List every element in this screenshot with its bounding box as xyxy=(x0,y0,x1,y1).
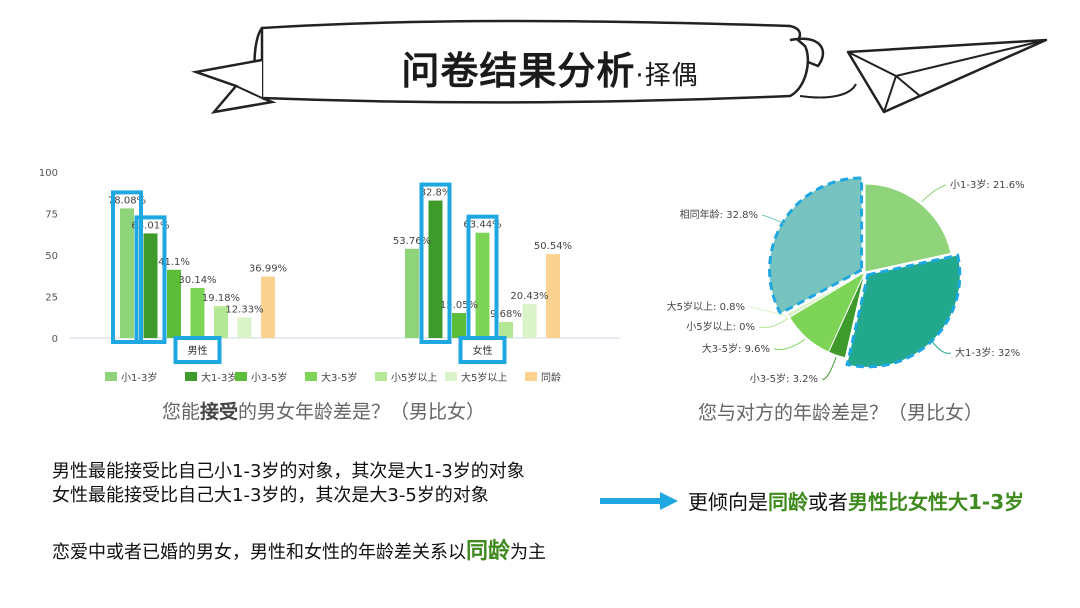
pie-slice xyxy=(786,271,866,318)
pie-leader-line xyxy=(773,338,806,351)
page-title: 问卷结果分析·择偶 xyxy=(401,49,699,93)
pie-slice-label: 小1-3岁: 21.6% xyxy=(950,178,1025,191)
bar xyxy=(214,306,228,338)
legend-swatch xyxy=(185,372,197,381)
bar xyxy=(475,232,490,338)
bar xyxy=(546,254,560,338)
y-tick-label: 50 xyxy=(45,251,58,262)
bar-data-label: 20.43% xyxy=(510,291,548,302)
highlight-box xyxy=(111,190,143,344)
y-tick-label: 25 xyxy=(45,293,58,304)
legend-swatch xyxy=(375,372,387,381)
pie-chart: 小1-3岁: 21.6% 大1-3岁: 32% 小3-5岁: 3.2% 大3-5岁: … xyxy=(667,176,1025,385)
bar-data-label: 63.44% xyxy=(463,220,501,231)
pie-slice-label: 大3-5岁: 9.6% xyxy=(702,342,770,355)
bar-data-label: 19.18% xyxy=(202,293,240,304)
summary-line-2: 女性最能接受比自己大1-3岁的，其次是大3-5岁的对象 xyxy=(52,485,489,506)
conclusion-emphasis-1: 同龄 xyxy=(768,490,808,514)
bar xyxy=(405,248,419,338)
legend-swatch xyxy=(525,372,537,381)
paper-plane-icon xyxy=(846,38,1048,114)
pie-leader-line xyxy=(758,317,789,329)
pie-slice xyxy=(864,183,952,273)
bar-data-label: 78.08% xyxy=(108,195,146,206)
bar xyxy=(167,269,181,338)
group-label-box xyxy=(458,336,507,364)
legend-label: 小1-3岁 xyxy=(121,371,157,384)
bar-data-label: 82.8% xyxy=(420,188,452,199)
conclusion-text: 更倾向是同龄或者男性比女性大1-3岁 xyxy=(688,490,1025,514)
header-banner xyxy=(191,19,1048,114)
summary-line-1: 男性最能接受比自己小1-3岁的对象，其次是大1-3岁的对象 xyxy=(52,461,525,482)
legend-label: 小5岁以上 xyxy=(391,371,437,384)
bar-data-label: 30.14% xyxy=(178,275,216,286)
pie-slice-label: 小3-5岁: 3.2% xyxy=(750,372,818,385)
y-tick-label: 0 xyxy=(52,334,58,345)
legend-label: 同龄 xyxy=(541,371,561,384)
bar-data-label: 12.33% xyxy=(225,305,263,316)
highlight-box xyxy=(419,182,452,344)
legend-swatch xyxy=(105,372,117,381)
group-label-box xyxy=(173,336,222,364)
legend-label: 大1-3岁 xyxy=(201,371,237,384)
pie-leader-line xyxy=(921,184,947,203)
bar-chart: 0 25 50 75 100 78.08% 53.76% 63.01% 82.8% 41.1% 1… xyxy=(39,168,620,384)
bar-chart-caption: 您能接受的男女年龄差是？（男比女） xyxy=(162,401,486,423)
bar-data-label: 36.99% xyxy=(249,264,287,275)
pie-leader-line xyxy=(761,214,789,227)
pie-leader-line xyxy=(821,357,837,380)
bar-data-label: 63.01% xyxy=(131,220,169,231)
bar-data-label: 9.68% xyxy=(490,309,522,320)
y-tick-label: 100 xyxy=(39,168,58,179)
bar-data-label: 53.76% xyxy=(393,236,431,247)
y-tick-label: 75 xyxy=(45,210,58,221)
pie-leader-line xyxy=(927,335,952,354)
bar xyxy=(190,287,205,338)
legend-swatch xyxy=(445,372,457,381)
pie-slice xyxy=(845,253,962,369)
bar-data-label: 15.05% xyxy=(440,300,478,311)
pie-leader-line xyxy=(748,306,787,317)
pie-chart-caption: 您与对方的年龄差是？（男比女） xyxy=(698,402,984,424)
highlight-box xyxy=(134,215,167,345)
conclusion-emphasis-2: 男性比女性大1-3岁 xyxy=(848,490,1025,514)
legend-label: 小3-5岁 xyxy=(251,371,287,384)
pie-slice-label: 大5岁以上: 0.8% xyxy=(667,300,745,313)
page-subtitle: ·择偶 xyxy=(635,61,699,91)
legend-swatch xyxy=(305,372,317,381)
pie-slice-label: 小5岁以上: 0% xyxy=(686,320,755,333)
arrow-right-icon xyxy=(600,492,678,510)
group-label: 女性 xyxy=(473,344,493,357)
legend-label: 大3-5岁 xyxy=(321,371,357,384)
bar xyxy=(452,313,466,338)
pie-slice-label: 相同年龄: 32.8% xyxy=(680,208,758,221)
group-label: 男性 xyxy=(188,344,208,357)
bar xyxy=(428,200,443,338)
bar xyxy=(237,317,252,338)
legend-label: 大5岁以上 xyxy=(461,371,507,384)
summary-line-3: 恋爱中或者已婚的男女，男性和女性的年龄差关系以同龄为主 xyxy=(52,539,547,564)
summary-emphasis: 同龄 xyxy=(466,539,511,564)
legend-swatch xyxy=(235,372,247,381)
bar xyxy=(499,321,513,338)
bar xyxy=(261,276,275,338)
pie-slice-label: 大1-3岁: 32% xyxy=(955,346,1020,359)
bar-data-label: 50.54% xyxy=(534,241,572,252)
bar xyxy=(120,208,134,338)
bar xyxy=(143,233,158,338)
bar-data-label: 41.1% xyxy=(158,257,190,268)
bar xyxy=(522,304,537,338)
